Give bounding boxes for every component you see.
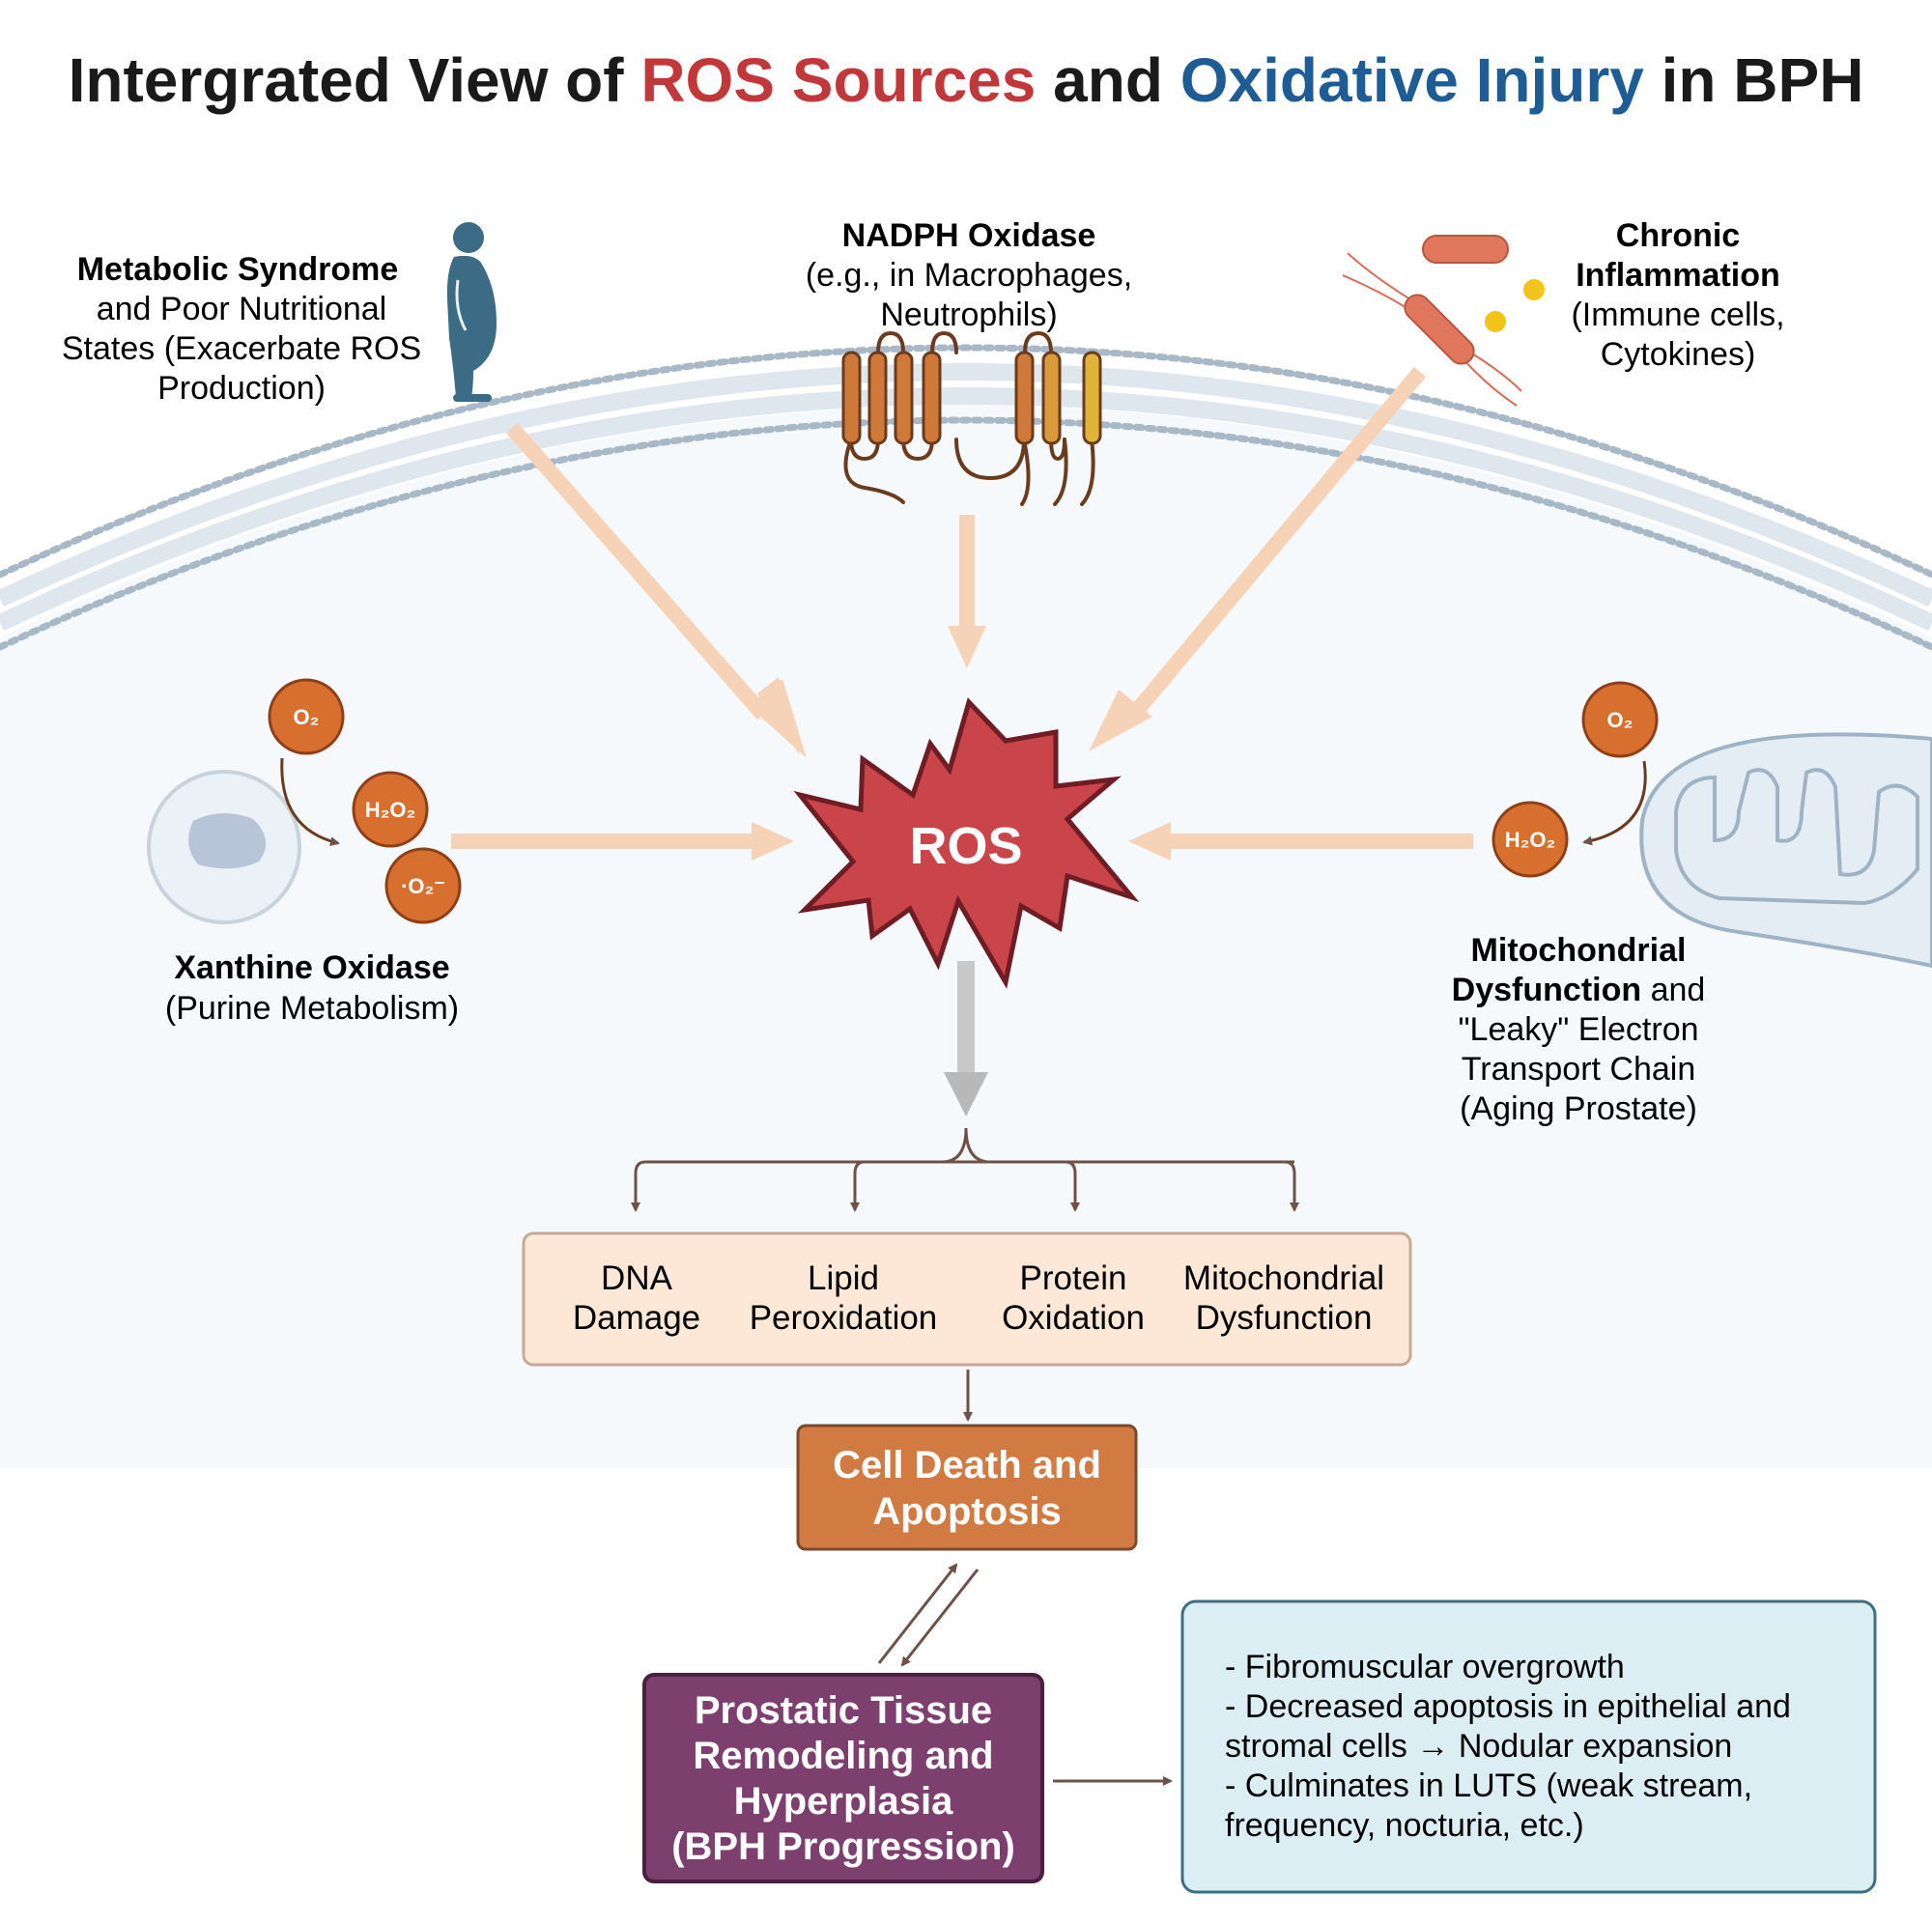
- mito-line-2-rest: and: [1641, 972, 1705, 1008]
- o2-left-text: O₂: [294, 705, 320, 729]
- source-arrows: [451, 366, 1473, 861]
- superoxide-text: ·O₂⁻: [401, 874, 445, 898]
- arrow-nadph-to-ros: [948, 515, 986, 668]
- nadph-line-3: Neutrophils): [880, 297, 1057, 333]
- damage-item-protein: Protein Oxidation: [1002, 1259, 1145, 1337]
- person-icon: [446, 222, 497, 402]
- inflammation-line-4: Cytokines): [1601, 336, 1756, 373]
- damage-lipid-line-1: Lipid: [808, 1259, 879, 1297]
- damage-dna-line-1: DNA: [601, 1259, 673, 1297]
- metabolic-line-3: States (Exacerbate ROS: [62, 330, 421, 367]
- outcome-line-1: - Fibromuscular overgrowth: [1225, 1649, 1625, 1685]
- mito-molecules: O₂ H₂O₂: [1492, 681, 1659, 878]
- mito-line-5: (Aging Prostate): [1460, 1090, 1697, 1127]
- h2o2-left-text: H₂O₂: [365, 798, 416, 822]
- title-part-3: and: [1036, 45, 1179, 115]
- damage-mito-line-2: Dysfunction: [1196, 1299, 1373, 1337]
- outcome-line-3: stromal cells → Nodular expansion: [1225, 1728, 1732, 1765]
- arrow-inflammation-to-ros: [1089, 366, 1427, 751]
- damage-protein-line-2: Oxidation: [1002, 1299, 1145, 1337]
- h2o2-molecule-right: H₂O₂: [1492, 801, 1569, 878]
- o2-molecule-right: O₂: [1581, 681, 1659, 758]
- damage-mito-line-1: Mitochondrial: [1183, 1259, 1384, 1297]
- bacteria-icon: [1342, 235, 1522, 407]
- metabolic-line-2: and Poor Nutritional: [97, 291, 387, 327]
- title-part-5: in BPH: [1644, 45, 1864, 115]
- cytokine-icon: [1485, 279, 1545, 332]
- mito-line-1: Mitochondrial: [1471, 932, 1687, 969]
- h2o2-molecule-left: H₂O₂: [352, 771, 429, 848]
- metabolic-syndrome-label: Metabolic Syndrome and Poor Nutritional …: [62, 251, 421, 407]
- arrow-metabolic-to-ros: [505, 422, 807, 758]
- title-part-ros-sources: ROS Sources: [640, 45, 1036, 115]
- page-title: Intergrated View of ROS Sources and Oxid…: [69, 45, 1864, 115]
- damage-dna-line-2: Damage: [573, 1299, 700, 1337]
- tissue-remodeling-box: Prostatic Tissue Remodeling and Hyperpla…: [642, 1673, 1044, 1883]
- mitochondrial-dysfunction-label: Mitochondrial Dysfunction and "Leaky" El…: [1452, 932, 1706, 1127]
- damage-branch-lines: [631, 1127, 1299, 1212]
- metabolic-line-1: Metabolic Syndrome: [77, 251, 399, 288]
- oxidative-damage-box: DNA Damage Lipid Peroxidation Protein Ox…: [522, 1231, 1412, 1367]
- xanthine-molecules: O₂ H₂O₂ ·O₂⁻: [268, 678, 462, 924]
- mito-line-2: Dysfunction and: [1452, 972, 1706, 1008]
- damage-item-mitochondrial: Mitochondrial Dysfunction: [1183, 1259, 1384, 1337]
- damage-item-dna: DNA Damage: [573, 1259, 700, 1337]
- arrow-xanthine-to-ros: [451, 822, 794, 861]
- title-part-oxidative-injury: Oxidative Injury: [1180, 45, 1645, 115]
- mito-line-2-bold: Dysfunction: [1452, 972, 1641, 1008]
- remodeling-line-4: (BPH Progression): [671, 1825, 1015, 1868]
- outcome-line-2: - Decreased apoptosis in epithelial and: [1225, 1688, 1791, 1725]
- xanthine-line-2: (Purine Metabolism): [165, 990, 459, 1027]
- remodeling-line-2: Remodeling and: [693, 1735, 993, 1777]
- superoxide-molecule: ·O₂⁻: [384, 847, 462, 924]
- nadph-line-1: NADPH Oxidase: [842, 217, 1096, 254]
- arrow-mito-to-ros: [1128, 822, 1473, 861]
- metabolic-line-4: Production): [157, 370, 326, 407]
- bidirectional-arrows: [877, 1563, 980, 1667]
- ros-down-arrow: [944, 961, 988, 1117]
- outcome-line-4: - Culminates in LUTS (weak stream,: [1225, 1767, 1752, 1804]
- ros-starburst: ROS: [793, 697, 1140, 989]
- o2-molecule-left: O₂: [268, 678, 345, 755]
- remodeling-line-1: Prostatic Tissue: [695, 1689, 992, 1732]
- mito-line-3: "Leaky" Electron: [1458, 1011, 1698, 1048]
- outcome-line-5: frequency, nocturia, etc.): [1225, 1807, 1584, 1844]
- ros-label: ROS: [909, 817, 1022, 875]
- xanthine-oxidase-label: Xanthine Oxidase (Purine Metabolism): [165, 949, 459, 1027]
- mito-line-4: Transport Chain: [1462, 1051, 1696, 1088]
- outcomes-box: - Fibromuscular overgrowth - Decreased a…: [1180, 1599, 1877, 1894]
- remodeling-line-3: Hyperplasia: [734, 1780, 954, 1823]
- h2o2-right-text: H₂O₂: [1505, 828, 1556, 852]
- mitochondrion-icon: [1639, 732, 1932, 969]
- damage-item-lipid: Lipid Peroxidation: [750, 1259, 938, 1337]
- inflammation-line-1: Chronic: [1616, 217, 1740, 254]
- damage-protein-line-1: Protein: [1020, 1259, 1127, 1297]
- nadph-oxidase-protein-icon: [841, 330, 1102, 506]
- cell-death-line-1: Cell Death and: [833, 1444, 1101, 1486]
- xanthine-cell-icon: [147, 770, 301, 924]
- chronic-inflammation-label: Chronic Inflammation (Immune cells, Cyto…: [1571, 217, 1784, 373]
- title-part-1: Intergrated View of: [69, 45, 641, 115]
- xanthine-line-1: Xanthine Oxidase: [174, 949, 449, 986]
- nadph-line-2: (e.g., in Macrophages,: [806, 257, 1132, 294]
- damage-lipid-line-2: Peroxidation: [750, 1299, 938, 1337]
- inflammation-line-2: Inflammation: [1576, 257, 1780, 294]
- nadph-oxidase-label: NADPH Oxidase (e.g., in Macrophages, Neu…: [806, 217, 1132, 333]
- cell-membrane: [0, 344, 1932, 1468]
- cell-death-box: Cell Death and Apoptosis: [796, 1424, 1138, 1551]
- o2-right-text: O₂: [1607, 708, 1634, 732]
- cell-death-line-2: Apoptosis: [872, 1490, 1062, 1533]
- inflammation-line-3: (Immune cells,: [1571, 297, 1784, 333]
